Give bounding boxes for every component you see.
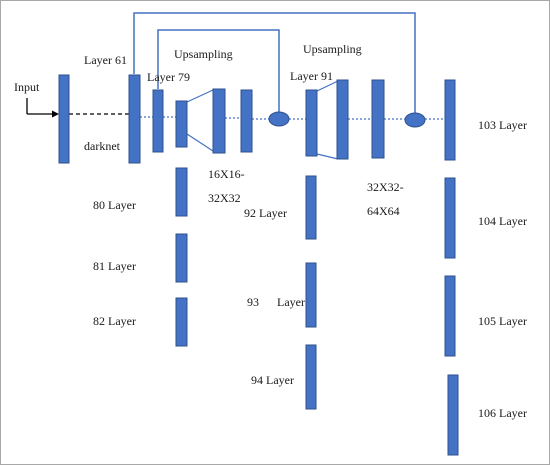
layer79-block — [152, 89, 164, 153]
layer94-block — [305, 344, 317, 410]
input-block — [58, 74, 70, 164]
layer94-label: 94 Layer — [251, 373, 294, 387]
layer105-label: 105 Layer — [478, 314, 527, 328]
upsampling-label-2: Upsampling — [303, 42, 362, 56]
layer106-block — [447, 374, 459, 456]
layer81-label: 81 Layer — [93, 259, 136, 273]
layer93-block — [305, 262, 317, 328]
layer82-block — [175, 297, 188, 347]
layer91-label: Layer 91 — [290, 69, 333, 83]
layer61-label: Layer 61 — [84, 53, 127, 67]
upsampling-trapezoid-1-top — [186, 89, 214, 103]
layer91-block — [305, 89, 318, 157]
layer82-label: 82 Layer — [93, 314, 136, 328]
upsampling-trapezoid-2-top — [316, 80, 339, 92]
size-label-16-line1: 16X16- — [208, 167, 245, 181]
size-label-32-line1: 32X32- — [367, 180, 404, 194]
layer104-label: 104 Layer — [478, 214, 527, 228]
size-label-16-line2: 32X32 — [208, 191, 241, 205]
upsample2-output-block — [336, 79, 349, 160]
layer80-block — [175, 167, 188, 217]
layer80-label: 80 Layer — [93, 198, 136, 212]
layer92-block — [305, 175, 317, 240]
input-arrow-head — [52, 110, 59, 118]
input-label: Input — [14, 80, 40, 94]
post-upsample2-block — [371, 79, 385, 159]
size-label-32-line2: 64X64 — [367, 204, 400, 218]
concat-node-1 — [268, 111, 290, 127]
upsample1-input-block — [175, 100, 188, 148]
upsampling-trapezoid-2-bottom — [316, 153, 339, 160]
layer81-block — [175, 233, 188, 283]
layer104-block — [444, 177, 456, 259]
layer61-block — [128, 74, 141, 164]
skip-connection-layer61 — [133, 12, 416, 113]
concat-node-2 — [404, 112, 426, 128]
post-upsample1-block — [240, 89, 253, 153]
layer93-word-label: Layer — [277, 295, 305, 309]
layer103-block — [444, 79, 456, 161]
layer92-label: 92 Layer — [244, 206, 287, 220]
layer106-label: 106 Layer — [478, 406, 527, 420]
upsampling-label-1: Upsampling — [174, 47, 233, 61]
layer93-number-label: 93 — [247, 295, 259, 309]
darknet-label: darknet — [84, 139, 121, 153]
layer103-label: 103 Layer — [478, 118, 527, 132]
skip-connection-layer79 — [157, 29, 280, 113]
layer79-label: Layer 79 — [147, 70, 190, 84]
upsampling-trapezoid-1-bottom — [186, 133, 214, 152]
upsample1-output-block — [212, 88, 226, 154]
layer105-block — [444, 275, 456, 357]
